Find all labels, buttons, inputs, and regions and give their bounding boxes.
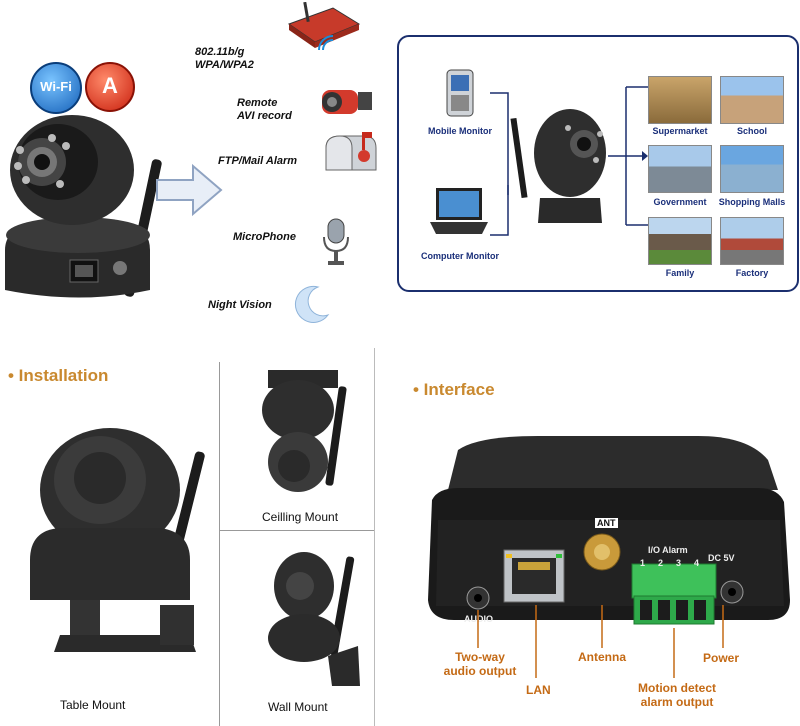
- panel-io-alarm-label: I/O Alarm: [648, 545, 688, 555]
- callout-audio: Two-way audio output: [443, 650, 517, 678]
- moon-icon: [294, 285, 330, 323]
- interface-title: • Interface: [413, 380, 495, 399]
- wall-mount-label: Wall Mount: [268, 700, 328, 714]
- place-label-supermarket: Supermarket: [652, 126, 708, 136]
- installation-title: • Installation: [8, 366, 109, 385]
- divider-vertical-1: [219, 362, 220, 726]
- panel-pin-4: 4: [694, 558, 700, 568]
- mailbox-icon: [325, 132, 377, 171]
- feature-ftp-label: FTP/Mail Alarm: [218, 155, 298, 167]
- network-connectors: [490, 86, 648, 236]
- ceiling-mount-image: [262, 370, 347, 492]
- divider-vertical-2: [374, 348, 375, 726]
- place-label-government: Government: [653, 197, 707, 207]
- feature-record-label: Remote AVI record: [237, 97, 292, 122]
- place-photo-factory: [720, 217, 784, 265]
- panel-pin-1: 1: [640, 558, 646, 568]
- ceiling-mount-label: Ceilling Mount: [262, 510, 339, 524]
- place-label-family: Family: [665, 268, 695, 278]
- place-photo-school: [720, 76, 784, 124]
- camera-back-panel-image: [428, 436, 790, 625]
- panel-pin-2: 2: [658, 558, 664, 568]
- interface-callout-lines: [477, 605, 724, 678]
- a-badge-text: A: [102, 73, 118, 98]
- place-photo-family: [648, 217, 712, 265]
- table-mount-label: Table Mount: [60, 698, 126, 712]
- place-label-shopping-malls: Shopping Malls: [718, 197, 786, 207]
- wifi-badge-text: Wi-Fi: [40, 79, 72, 94]
- place-photo-shopping-malls: [720, 145, 784, 193]
- place-photo-supermarket: [648, 76, 712, 124]
- camera-center-icon: [510, 109, 606, 223]
- panel-dc-label: DC 5V: [708, 553, 735, 563]
- callout-antenna: Antenna: [578, 650, 626, 664]
- monitor-computer-label: Computer Monitor: [421, 251, 499, 261]
- callout-alarm: Motion detect alarm output: [638, 681, 716, 709]
- place-photo-government: [648, 145, 712, 193]
- laptop-icon: [430, 188, 488, 234]
- router-icon: [287, 2, 361, 51]
- place-label-factory: Factory: [735, 268, 769, 278]
- panel-pin-3: 3: [676, 558, 682, 568]
- camera-product-image: [5, 115, 162, 298]
- phone-icon: [446, 69, 474, 117]
- microphone-icon: [323, 218, 349, 265]
- place-label-school: School: [736, 126, 767, 136]
- right-arrow-icon: [156, 163, 223, 217]
- a-badge: A: [85, 62, 135, 112]
- monitor-mobile-label: Mobile Monitor: [428, 126, 492, 136]
- panel-ant-label: ANT: [595, 518, 618, 528]
- feature-mic-label: MicroPhone: [233, 231, 296, 243]
- table-mount-image: [30, 428, 205, 652]
- camcorder-icon: [322, 90, 372, 114]
- feature-night-label: Night Vision: [208, 299, 272, 311]
- feature-wifi-label: 802.11b/g WPA/WPA2: [195, 46, 254, 71]
- wifi-badge: Wi-Fi: [30, 62, 82, 114]
- wall-mount-image: [268, 552, 360, 686]
- divider-horizontal: [220, 530, 374, 531]
- callout-lan: LAN: [526, 683, 551, 697]
- callout-power: Power: [703, 651, 740, 665]
